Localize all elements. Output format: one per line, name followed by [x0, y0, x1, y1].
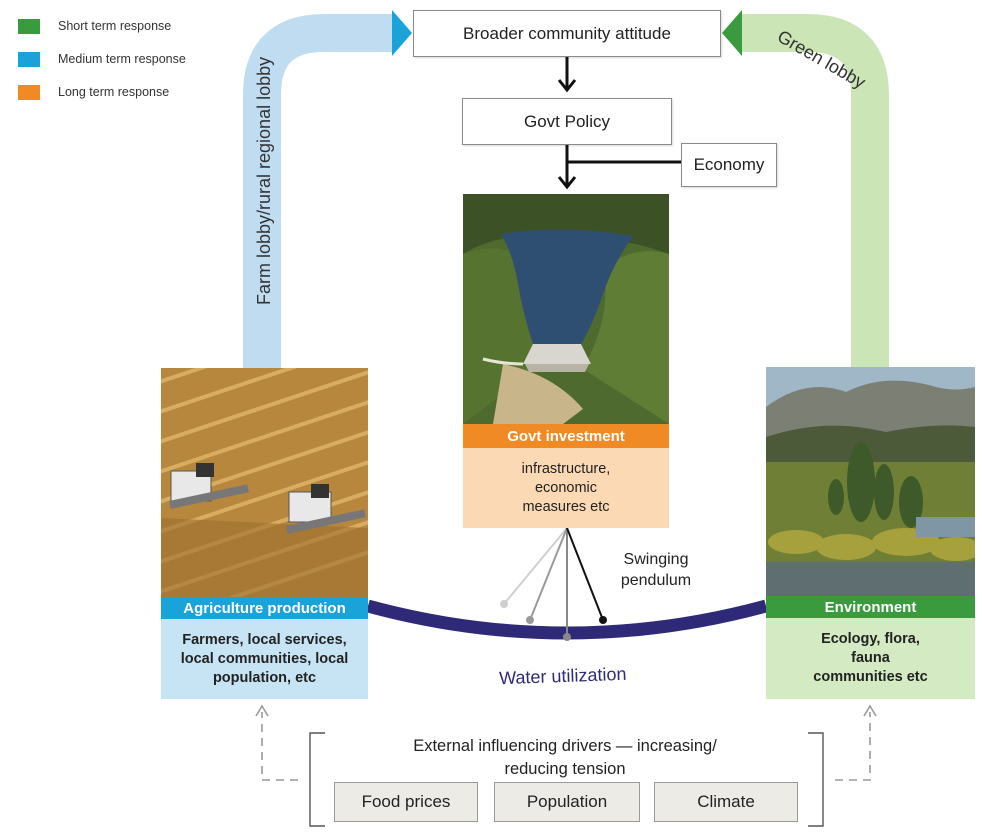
driver-population: Population [494, 782, 640, 822]
farm-lobby-arrowhead [392, 10, 412, 56]
drivers-bracket [309, 732, 824, 827]
govt-policy-box: Govt Policy [462, 98, 672, 145]
agriculture-body: Farmers, local services, local communiti… [161, 619, 368, 699]
farm-lobby-arrow [243, 14, 392, 370]
legend-medium-term: Medium term response [18, 51, 186, 67]
pendulum [500, 527, 607, 641]
agriculture-header: Agriculture production [161, 597, 368, 619]
driver-food-prices: Food prices [334, 782, 478, 822]
broader-community-attitude-box: Broader community attitude [413, 10, 721, 57]
legend-short-term: Short term response [18, 18, 171, 34]
environment-image [766, 367, 975, 596]
economy-box: Economy [681, 143, 777, 187]
agriculture-image [161, 368, 368, 597]
driver-climate: Climate [654, 782, 798, 822]
legend-label: Medium term response [58, 52, 186, 66]
environment-body: Ecology, flora, fauna communities etc [766, 618, 975, 699]
legend-label: Short term response [58, 19, 172, 33]
driver-feedback-arrows [255, 704, 877, 781]
farm-lobby-label: Farm lobby/rural regional lobby [254, 57, 274, 305]
flow-arrows [557, 57, 681, 190]
govt-investment-body: infrastructure, economic measures etc [463, 448, 669, 528]
legend-long-term: Long term response [18, 84, 169, 100]
govt-investment-header: Govt investment [463, 424, 669, 448]
dam-image [463, 194, 669, 424]
environment-header: Environment [766, 596, 975, 618]
legend-swatch [18, 18, 40, 34]
water-utilization-label: Water utilization [499, 664, 627, 688]
legend-swatch [18, 84, 40, 100]
green-lobby-arrow [742, 14, 889, 370]
legend-swatch [18, 51, 40, 67]
external-drivers-heading: External influencing drivers — increasin… [413, 737, 717, 778]
legend-label: Long term response [58, 85, 170, 99]
green-lobby-arrowhead [722, 10, 742, 56]
swinging-pendulum-label: Swinging pendulum [620, 551, 692, 589]
